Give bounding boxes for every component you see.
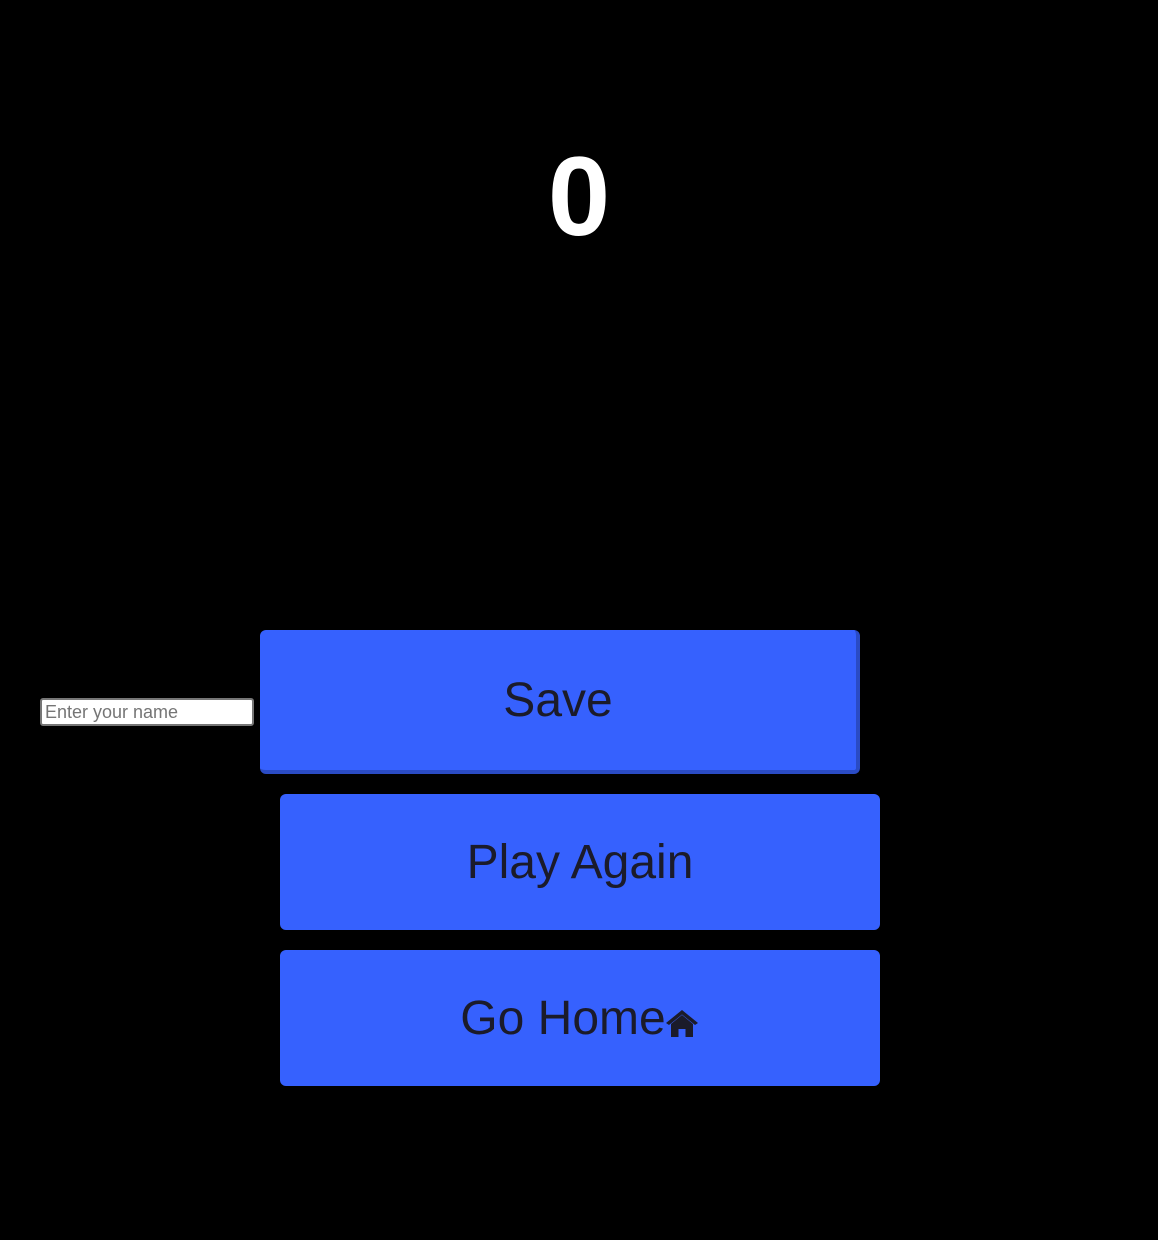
play-again-button-label: Play Again: [466, 835, 694, 889]
save-button-label: Save: [503, 673, 613, 727]
save-button[interactable]: Save: [260, 630, 860, 774]
score-display: 0: [547, 134, 611, 259]
home-icon: [664, 1008, 700, 1038]
name-input[interactable]: [40, 698, 254, 726]
go-home-button-label: Go Home: [460, 991, 666, 1045]
go-home-button[interactable]: Go Home: [280, 950, 880, 1086]
play-again-button[interactable]: Play Again: [280, 794, 880, 930]
